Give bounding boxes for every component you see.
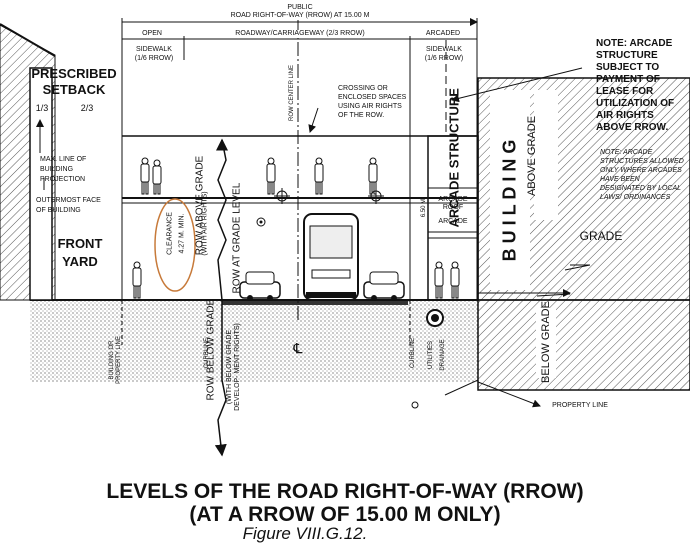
arcade-label: ARCADE [438, 218, 468, 225]
pedestrian-figures [132, 157, 460, 299]
sidewalk-left-sub: (1/6 RROW) [134, 55, 174, 62]
bus [303, 213, 359, 301]
left-building-face [29, 67, 53, 301]
arcaded-label: ARCADED [425, 30, 461, 37]
road-surface [222, 301, 408, 305]
arcade-structure [427, 135, 479, 301]
public-label: PUBLIC [287, 4, 313, 11]
row-center-line-label: ROW CENTER LINE [289, 65, 295, 122]
clearance-min-label: 4.27 M. MIN. [178, 213, 186, 254]
above-grade-label: ABOVE GRADE [526, 115, 538, 197]
grade-label: GRADE [579, 229, 623, 243]
below-grade-label: BELOW GRADE [540, 301, 552, 383]
utilities-label: UTILITIES [428, 341, 434, 370]
rrow-label: ROAD RIGHT-OF-WAY (RROW) AT 15.00 M [230, 12, 370, 19]
front-yard-label-1: FRONT [57, 236, 103, 251]
ground-below-grade [30, 300, 478, 382]
car-right [363, 271, 405, 301]
with-air-rights-label: (WITH AIR RIGHTS) [201, 191, 209, 256]
max-line-label: MAX. LINE OF BUILDING PROJECTION [40, 156, 87, 183]
clearance-ellipse [154, 198, 196, 292]
with-below-grade-label: (WITH BELOW GRADE DEVELOP- MENT RIGHTS) [226, 323, 241, 411]
property-line-label: PROPERTY LINE [552, 402, 608, 409]
crossing-label: CROSSING OR ENCLOSED SPACES USING AIR RI… [338, 85, 407, 119]
row-at-grade-label: ROW AT GRADE LEVEL [231, 182, 243, 294]
prescribed-label: PRESCRIBED [31, 66, 117, 81]
arcade-note-sub: NOTE: ARCADE STRUCTURES ALLOWED ONLY WHE… [600, 149, 684, 201]
outermost-label: OUTERMOST FACE OF BUILDING [36, 197, 101, 214]
building-label: B U I L D I N G [499, 139, 520, 262]
front-yard-label-2: YARD [62, 254, 98, 269]
curbline-right-label: CURBLINE [410, 337, 416, 369]
building-property-line-label: BUILDING OR PROPERTY LINE [109, 336, 122, 384]
diagram-subtitle: (AT A RROW OF 15.00 M ONLY) [189, 503, 501, 526]
dimension-650-label: 6.50 M [421, 198, 427, 218]
arcade-roof-label: ARCADE ROOF [438, 196, 468, 211]
sidewalk-left-label: SIDEWALK [136, 46, 172, 53]
open-label: OPEN [142, 30, 162, 37]
setback-label: SETBACK [42, 82, 106, 97]
two-thirds-label: 2/3 [80, 103, 94, 113]
diagram-title: LEVELS OF THE ROAD RIGHT-OF-WAY (RROW) [106, 480, 584, 503]
center-line-symbol: ℄ [293, 340, 303, 356]
drainage-label: DRAINAGE [440, 339, 446, 371]
crosshair-markers [256, 188, 384, 227]
right-building-below [477, 299, 690, 391]
clearance-label: CLEARANCE [166, 212, 174, 255]
car-left [239, 271, 281, 301]
curbline-left-label: CURBLINE [204, 337, 210, 369]
arcade-note: NOTE: ARCADE STRUCTURE SUBJECT TO PAYMEN… [596, 38, 675, 133]
sidewalk-right-sub: (1/6 RROW) [424, 55, 464, 62]
third-label: 1/3 [35, 103, 49, 113]
row-vertical-arrow [214, 139, 227, 457]
sidewalk-right-label: SIDEWALK [426, 46, 462, 53]
roadway-label: ROADWAY/CARRIAGEWAY (2/3 RROW) [220, 30, 380, 38]
figure-caption: Figure VIII.G.12. [242, 524, 368, 543]
